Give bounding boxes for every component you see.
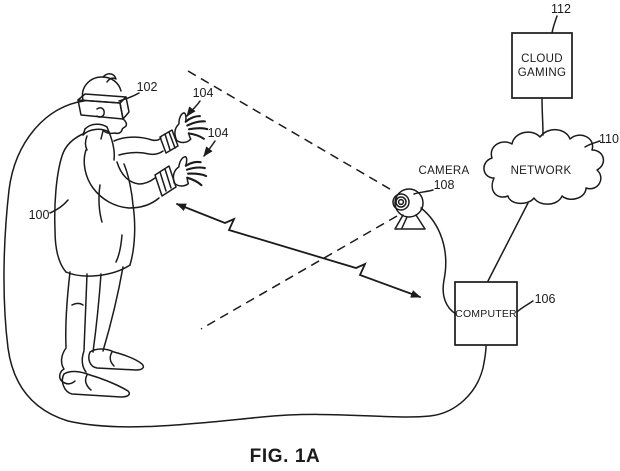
shoe-icon-front — [88, 348, 145, 371]
figure-caption: FIG. 1A — [250, 446, 321, 467]
computer-box: COMPUTER — [454, 281, 518, 346]
ref-102: 102 — [118, 80, 158, 102]
wireless-signal-arrow — [176, 203, 421, 298]
ref-104-upper-label: 104 — [193, 86, 214, 100]
ref-104-lower-arrow — [203, 140, 216, 157]
ref-102-leader — [118, 92, 140, 102]
hmd-cable — [3, 100, 487, 428]
ref-112-label: 112 — [551, 2, 571, 16]
camera-icon — [392, 188, 426, 230]
ref-106-leader — [516, 300, 534, 313]
fov-line-lower — [200, 215, 398, 330]
user-arm-lower — [83, 149, 177, 209]
network-label: NETWORK — [511, 165, 572, 177]
user-torso — [54, 123, 136, 277]
cloud-gaming-label-line2: GAMING — [518, 67, 566, 79]
ref-104-upper-arrow — [186, 100, 201, 117]
cloud-gaming-box: CLOUD GAMING — [511, 32, 573, 99]
shoe-icon-back — [61, 370, 131, 398]
user-legs — [59, 266, 124, 385]
ref-110-leader — [584, 140, 601, 148]
user-figure — [54, 73, 210, 398]
link-cloud-gaming-network — [541, 97, 544, 136]
ref-100-label: 100 — [29, 208, 50, 222]
ref-104-lower: 104 — [203, 126, 229, 157]
fov-line-upper — [187, 70, 396, 193]
network-cloud: NETWORK — [483, 129, 605, 205]
camera-name-label: CAMERA — [418, 165, 469, 177]
ref-108-leader — [413, 189, 434, 195]
link-network-computer — [487, 202, 529, 282]
ref-100-leader — [49, 199, 69, 214]
ref-102-label: 102 — [137, 80, 158, 94]
user-arm-upper — [113, 129, 179, 156]
ref-100: 100 — [29, 199, 69, 222]
computer-label: COMPUTER — [455, 308, 517, 320]
ref-108-label: 108 — [434, 178, 455, 192]
ref-106-label: 106 — [535, 292, 556, 306]
user-head — [81, 73, 128, 140]
ref-110: 110 — [584, 132, 619, 148]
ref-108: CAMERA 108 — [413, 165, 469, 195]
ref-104-upper: 104 — [186, 86, 214, 117]
ref-104-lower-label: 104 — [208, 126, 229, 140]
ref-112: 112 — [551, 2, 571, 34]
ref-110-label: 110 — [599, 132, 619, 146]
ref-106: 106 — [516, 292, 556, 313]
hand-icon-upper — [170, 108, 210, 145]
camera-cable — [420, 207, 457, 315]
hand-icon-lower — [171, 154, 208, 188]
cloud-gaming-label-line1: CLOUD — [521, 53, 563, 65]
ref-112-leader — [551, 15, 558, 34]
